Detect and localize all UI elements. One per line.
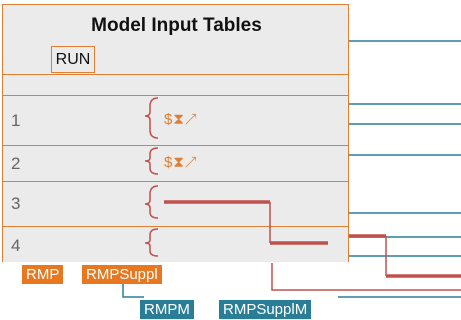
tag-rmpm[interactable]: RMPM bbox=[140, 300, 194, 319]
header-spacer-row bbox=[3, 74, 348, 95]
teal-line bbox=[122, 278, 144, 298]
row-number: 2 bbox=[11, 154, 21, 173]
row-brackets bbox=[144, 97, 159, 257]
red-step-connector bbox=[164, 200, 461, 278]
panel-title: Model Input Tables bbox=[91, 15, 262, 36]
row-number: 4 bbox=[11, 236, 21, 255]
tag-rmpsupplm[interactable]: RMPSupplM bbox=[219, 300, 312, 319]
table-row[interactable]: 1 $⧗↗ bbox=[3, 95, 348, 145]
red-thin-connector bbox=[271, 263, 461, 291]
tag-rmp[interactable]: RMP bbox=[22, 265, 64, 284]
model-input-panel: Model Input Tables RUN 1 $⧗↗ 2 $⧗↗ 3 4 bbox=[2, 4, 349, 262]
bracket-icon bbox=[144, 228, 159, 257]
red-thin-line bbox=[271, 263, 461, 291]
bracket-icon bbox=[144, 97, 159, 139]
row-action-icons[interactable]: $⧗↗ bbox=[164, 111, 198, 128]
row-number: 3 bbox=[11, 194, 21, 213]
bracket-icon bbox=[144, 147, 159, 175]
row-action-icons[interactable]: $⧗↗ bbox=[164, 154, 198, 171]
row-number: 1 bbox=[11, 111, 21, 130]
run-button[interactable]: RUN bbox=[51, 46, 95, 73]
bracket-icon bbox=[144, 185, 159, 219]
tag-rmpsuppl[interactable]: RMPSuppl bbox=[82, 265, 162, 284]
table-row[interactable]: 2 $⧗↗ bbox=[3, 145, 348, 181]
